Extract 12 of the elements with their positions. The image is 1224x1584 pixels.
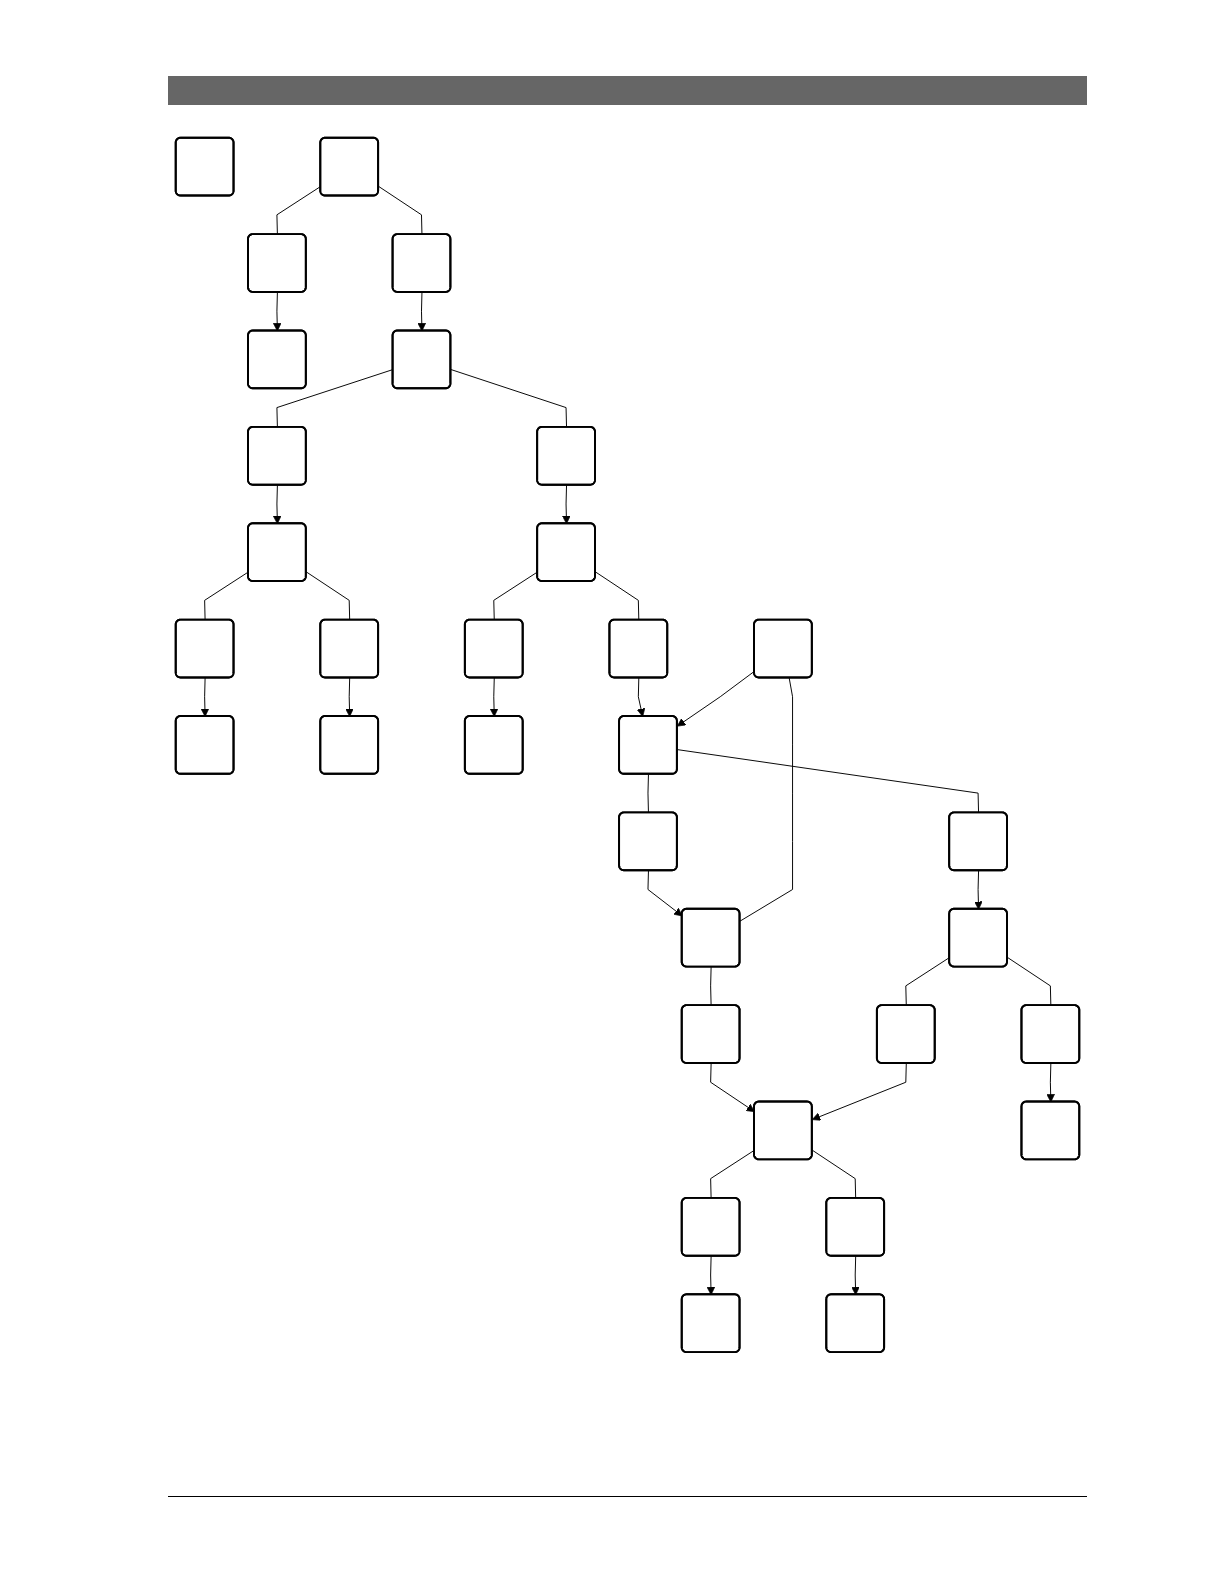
connector [305, 571, 351, 621]
connector [647, 773, 649, 814]
connector [739, 677, 794, 922]
connector [204, 571, 249, 621]
connector [811, 1149, 857, 1199]
connector [1007, 956, 1052, 1007]
connector [710, 1149, 755, 1199]
connector [676, 749, 980, 814]
connector [450, 369, 567, 428]
connector [594, 571, 640, 621]
connector [710, 966, 712, 1007]
connector [378, 185, 423, 236]
